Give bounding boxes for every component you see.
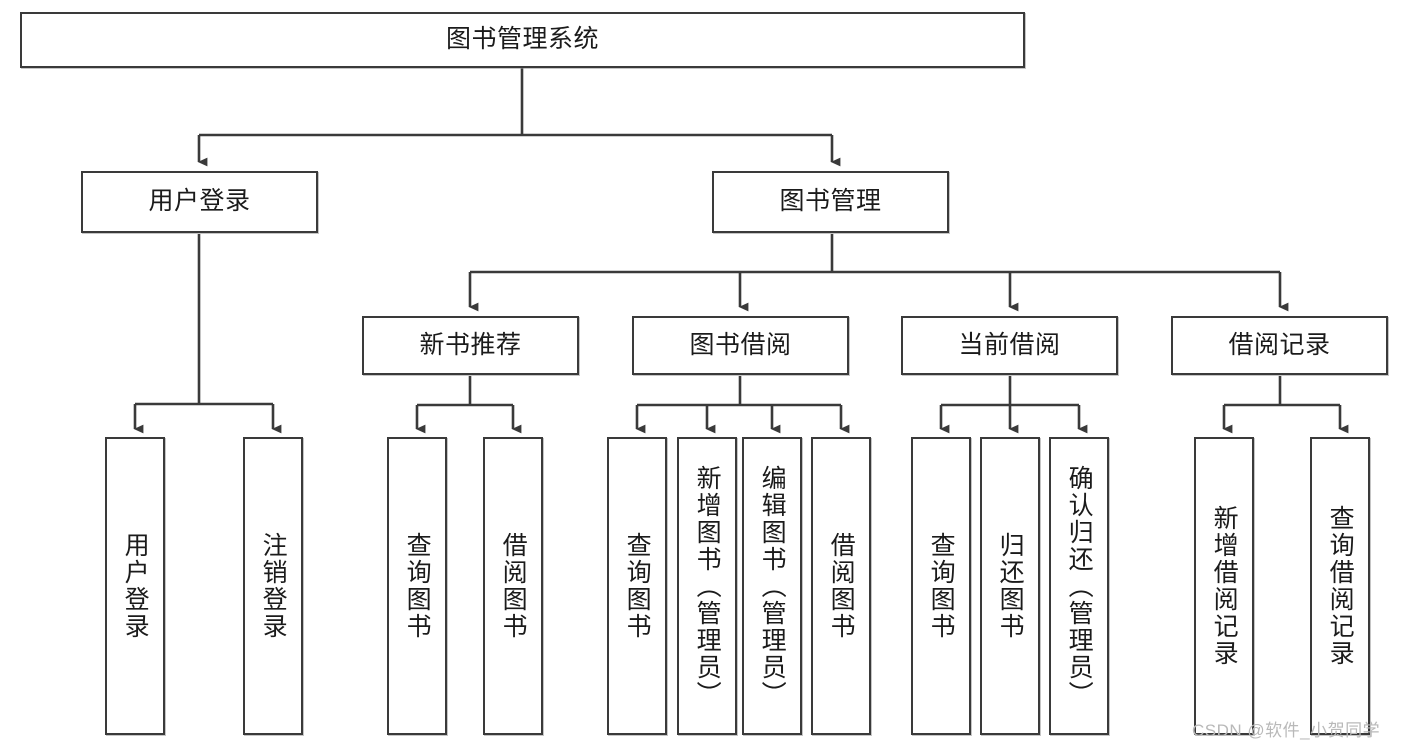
- leaf-user-login-label: 用户登录: [121, 532, 150, 640]
- watermark-text: CSDN @软件_小贺同学: [1192, 721, 1381, 740]
- leaf-user-login[interactable]: 用户登录: [105, 437, 165, 735]
- leaf-edit-book-admin[interactable]: 编辑图书（管理员）: [742, 437, 802, 735]
- leaf-return-book[interactable]: 归还图书: [980, 437, 1040, 735]
- leaf-borrow-book-label: 借阅图书: [827, 532, 856, 640]
- node-current-borrow[interactable]: 当前借阅: [901, 316, 1118, 375]
- node-new-book-recommend-label: 新书推荐: [419, 330, 522, 359]
- leaf-return-book-label: 归还图书: [996, 532, 1025, 640]
- node-book-borrow-label: 图书借阅: [689, 330, 792, 359]
- node-new-book-recommend[interactable]: 新书推荐: [362, 316, 579, 375]
- leaf-query-borrow-record-label: 查询借阅记录: [1326, 505, 1355, 667]
- leaf-logout-label: 注销登录: [259, 532, 288, 640]
- leaf-query-borrow-record[interactable]: 查询借阅记录: [1310, 437, 1370, 735]
- node-user-login[interactable]: 用户登录: [81, 171, 318, 233]
- node-book-management-label: 图书管理: [779, 187, 882, 216]
- leaf-add-book-admin[interactable]: 新增图书（管理员）: [677, 437, 737, 735]
- node-root-label: 图书管理系统: [445, 25, 599, 54]
- leaf-query-book-recommend-label: 查询图书: [403, 532, 432, 640]
- leaf-borrow-book-recommend[interactable]: 借阅图书: [483, 437, 543, 735]
- node-borrow-records[interactable]: 借阅记录: [1171, 316, 1388, 375]
- leaf-edit-book-admin-label: 编辑图书（管理员）: [758, 464, 787, 708]
- leaf-query-book-current[interactable]: 查询图书: [911, 437, 971, 735]
- leaf-borrow-book-recommend-label: 借阅图书: [499, 532, 528, 640]
- leaf-query-book-recommend[interactable]: 查询图书: [387, 437, 447, 735]
- leaf-query-book-borrow[interactable]: 查询图书: [607, 437, 667, 735]
- leaf-add-book-admin-label: 新增图书（管理员）: [693, 464, 722, 708]
- leaf-add-borrow-record-label: 新增借阅记录: [1210, 505, 1239, 667]
- leaf-borrow-book[interactable]: 借阅图书: [811, 437, 871, 735]
- node-root[interactable]: 图书管理系统: [20, 12, 1025, 68]
- node-current-borrow-label: 当前借阅: [958, 330, 1061, 359]
- leaf-confirm-return-admin[interactable]: 确认归还（管理员）: [1049, 437, 1109, 735]
- node-borrow-records-label: 借阅记录: [1228, 330, 1331, 359]
- node-book-management[interactable]: 图书管理: [712, 171, 949, 233]
- leaf-query-book-current-label: 查询图书: [927, 532, 956, 640]
- node-user-login-label: 用户登录: [148, 187, 251, 216]
- node-book-borrow[interactable]: 图书借阅: [632, 316, 849, 375]
- leaf-add-borrow-record[interactable]: 新增借阅记录: [1194, 437, 1254, 735]
- leaf-logout[interactable]: 注销登录: [243, 437, 303, 735]
- leaf-query-book-borrow-label: 查询图书: [623, 532, 652, 640]
- leaf-confirm-return-admin-label: 确认归还（管理员）: [1065, 464, 1094, 708]
